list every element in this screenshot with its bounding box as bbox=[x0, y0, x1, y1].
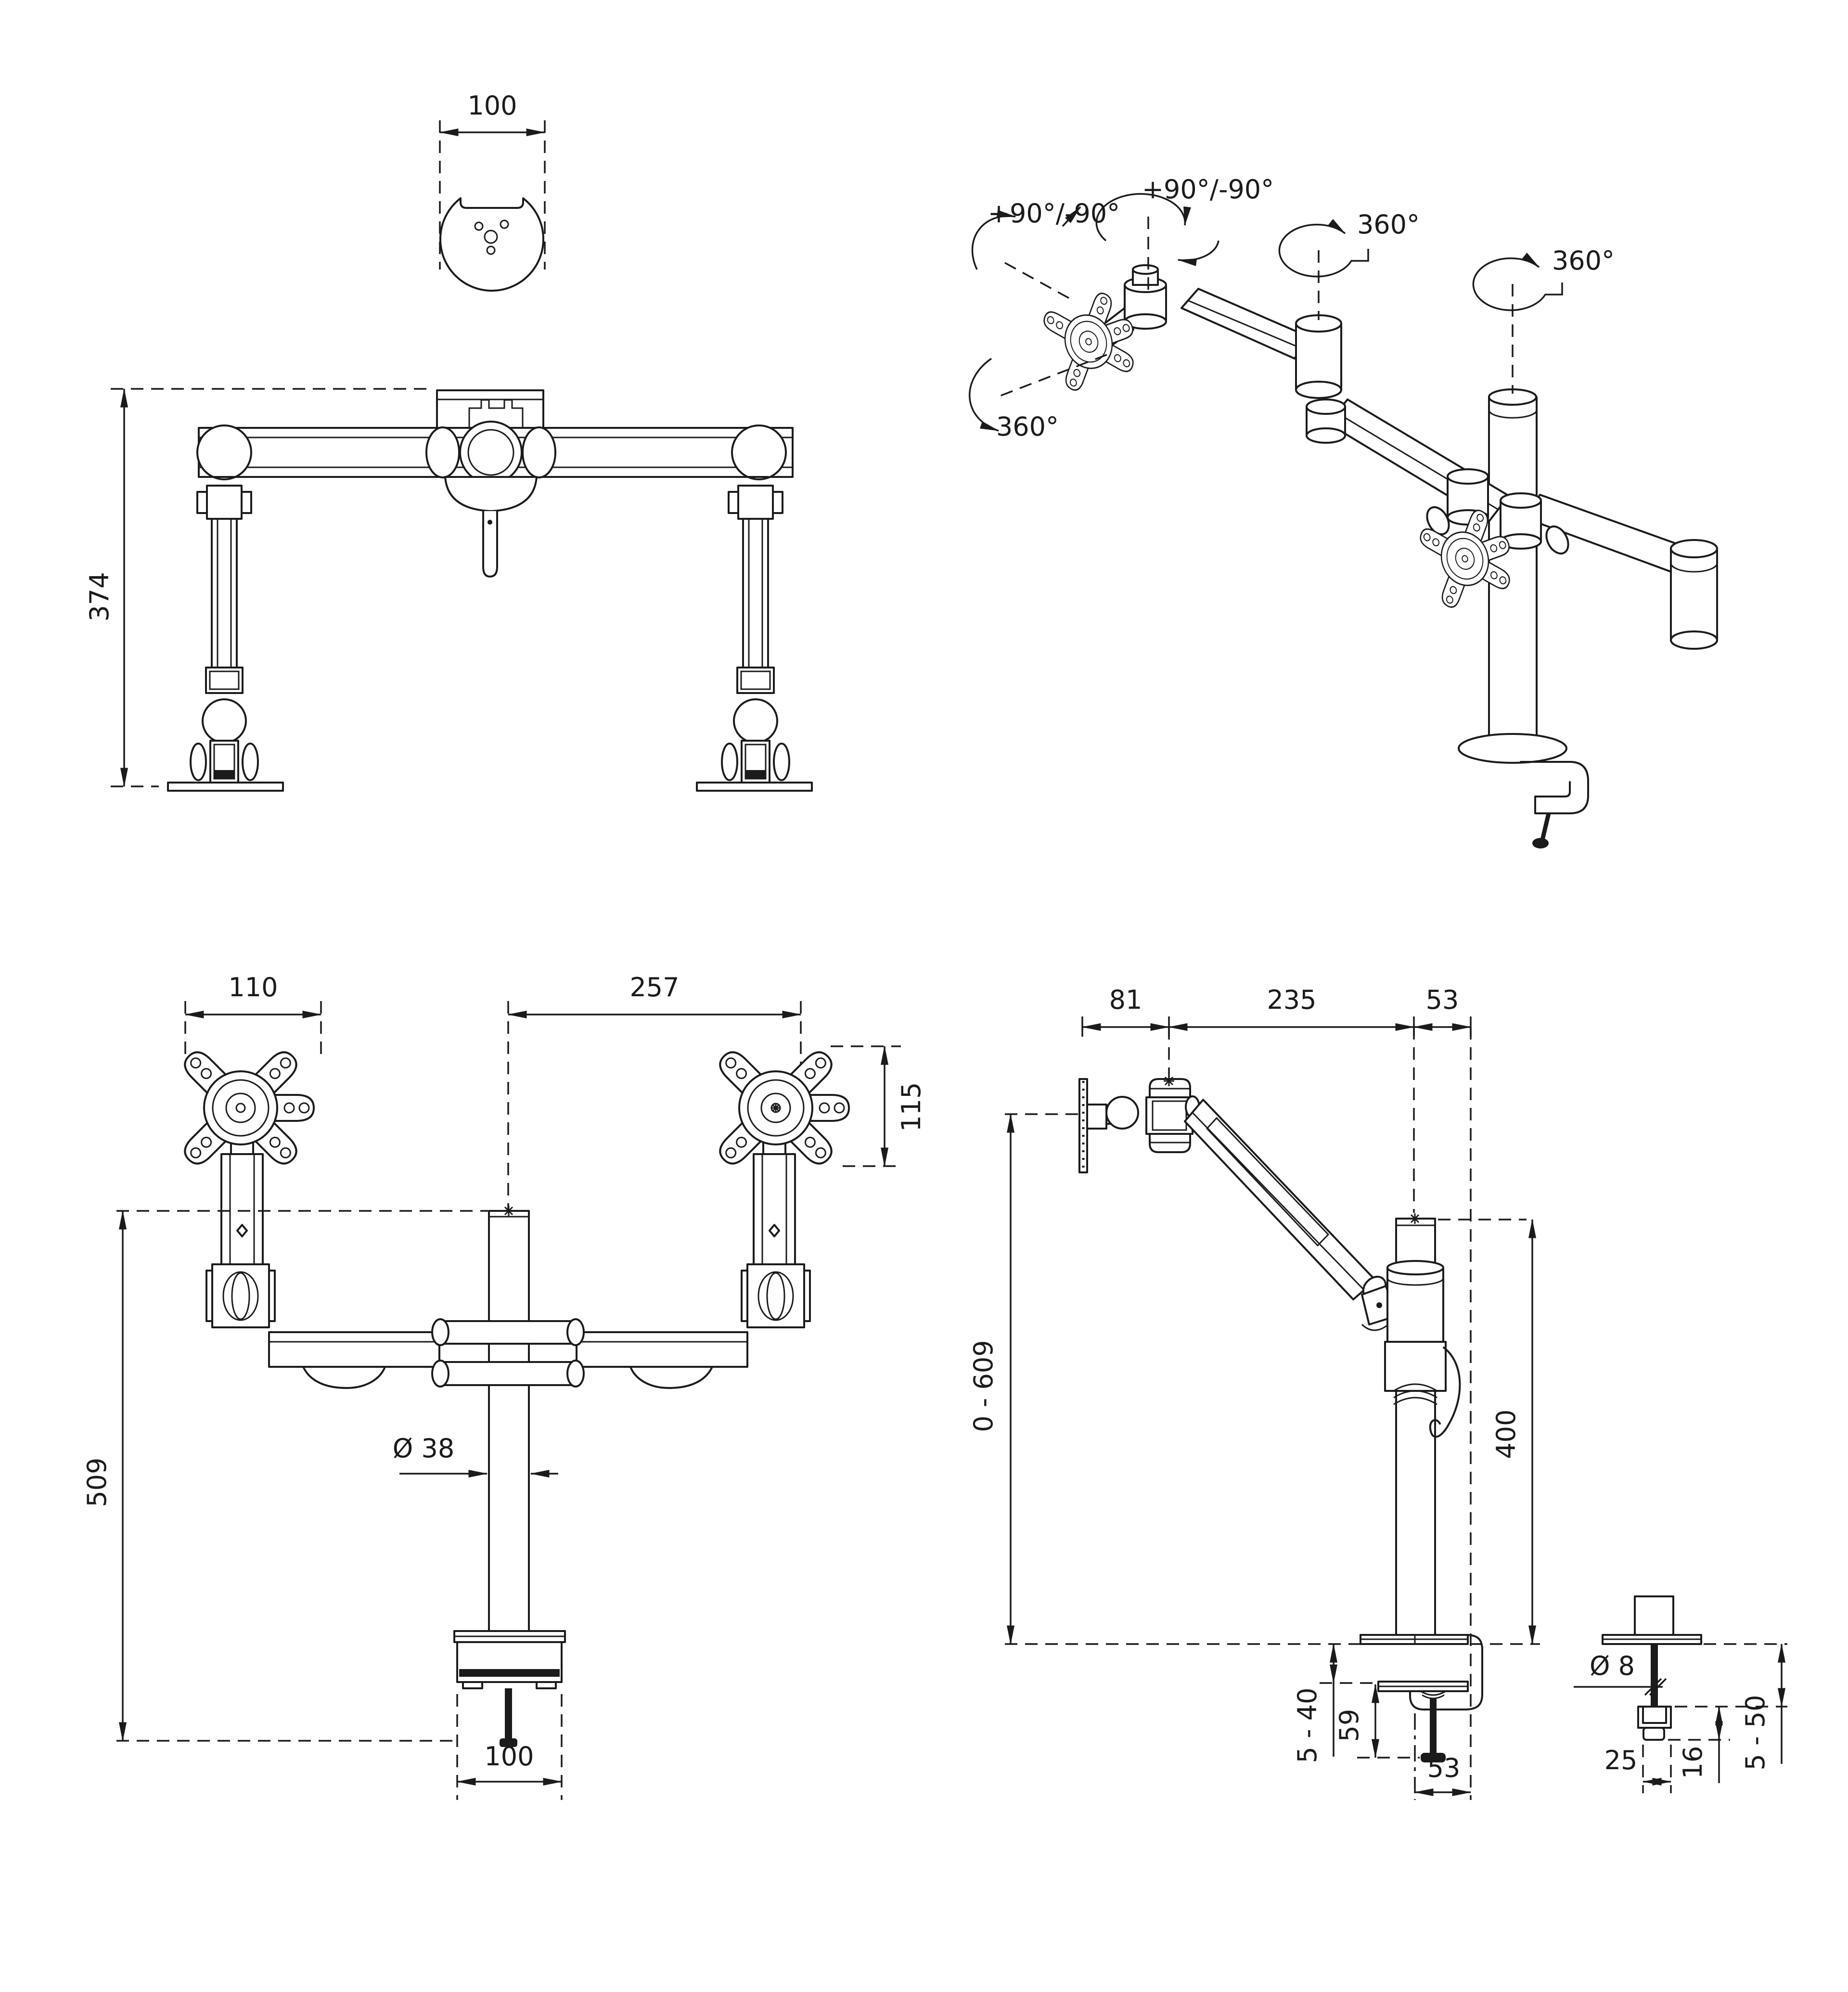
upper-arm-beam bbox=[1181, 288, 1310, 360]
dim-clamp-width-label: 100 bbox=[484, 1741, 534, 1772]
crossbar-end-joint-left bbox=[196, 424, 252, 480]
arm-rotation-arc bbox=[1278, 218, 1369, 278]
dim-foot-width-label: 25 bbox=[1604, 1745, 1638, 1775]
pole-rotation-label: 360° bbox=[1552, 245, 1615, 276]
dim-top-width-label: 100 bbox=[467, 90, 517, 121]
dim-bolt-diameter-label: Ø 8 bbox=[1590, 1651, 1635, 1681]
tilt-arc-return bbox=[1177, 240, 1219, 267]
front-folded-assembly: 374 bbox=[84, 388, 813, 792]
center-ring bbox=[459, 421, 523, 484]
end-joint-cylinder bbox=[1670, 548, 1718, 641]
center-pin bbox=[482, 511, 498, 578]
pan-arrow bbox=[1062, 206, 1081, 227]
center-joint-left bbox=[425, 426, 460, 478]
dim-height-range-label: 0 - 609 bbox=[968, 1340, 999, 1432]
disc-hole bbox=[474, 221, 484, 231]
grommet-bolt bbox=[1651, 1644, 1658, 1707]
view-side: 81 235 53 0 - 609 bbox=[968, 985, 1787, 1800]
roll-label: 360° bbox=[996, 411, 1059, 442]
dim-column-height-label: 509 bbox=[82, 1457, 112, 1507]
elbow-cylinder bbox=[1295, 322, 1342, 391]
crossbar-end-joint-right bbox=[731, 424, 787, 480]
dim-vesa-width-label: 110 bbox=[228, 972, 278, 1002]
dim-head-depth-label: 81 bbox=[1109, 985, 1142, 1015]
clamp-top-view: 100 bbox=[439, 90, 546, 292]
dim-vesa-height-label: 115 bbox=[896, 1082, 926, 1131]
center-joint-right bbox=[522, 426, 556, 478]
lift-arm-left bbox=[205, 1153, 440, 1389]
desk-clamp-front bbox=[453, 1630, 566, 1747]
desk-clamp-plate-iso bbox=[1458, 733, 1567, 764]
disc-hole bbox=[486, 245, 496, 255]
side-head-assembly bbox=[1078, 1075, 1200, 1173]
dim-grommet-desk-label: 5 - 50 bbox=[1740, 1695, 1771, 1771]
pan-label: +90°/-90° bbox=[988, 198, 1120, 229]
joint-knob bbox=[1545, 525, 1569, 555]
pole-rotation-arc bbox=[1472, 252, 1563, 311]
dim-foot-height-label: 16 bbox=[1678, 1746, 1708, 1779]
center-bowl bbox=[444, 476, 538, 512]
lift-arm-right bbox=[576, 1153, 811, 1389]
dim-arm-reach-label: 235 bbox=[1267, 985, 1316, 1015]
side-pole-assembly bbox=[1360, 1212, 1469, 1645]
extension-lines-vesa-width bbox=[184, 1001, 322, 1054]
roll-arc bbox=[969, 358, 1000, 432]
pan-arc bbox=[971, 210, 1016, 270]
disc-hole bbox=[500, 219, 509, 229]
desk-clamp-bracket-iso bbox=[1520, 761, 1589, 814]
folded-arm-left bbox=[167, 476, 284, 792]
pan-axis bbox=[1004, 262, 1071, 300]
pole bbox=[488, 1210, 530, 1632]
side-spring-arm bbox=[1184, 1099, 1397, 1331]
side-desk-clamp bbox=[1377, 1634, 1483, 1762]
joint-knob bbox=[1426, 506, 1450, 536]
pole-clamp-collars bbox=[431, 1318, 585, 1388]
dim-arm-offset-label: 257 bbox=[629, 972, 679, 1002]
vesa-center-screw bbox=[772, 1104, 780, 1112]
dim-pole-setback-label: 53 bbox=[1426, 985, 1459, 1015]
extension-lines-vesa-height bbox=[831, 1045, 901, 1167]
folded-arm-right bbox=[696, 476, 813, 792]
view-front-folded: 100 374 bbox=[84, 90, 813, 792]
dim-height-label: 374 bbox=[84, 572, 115, 621]
clamp-disc bbox=[439, 197, 544, 292]
pole-top-mark bbox=[502, 1205, 515, 1217]
grommet-nut bbox=[1643, 1727, 1665, 1741]
tilt-arc bbox=[1095, 193, 1191, 242]
dim-pole-height-label: 400 bbox=[1491, 1409, 1521, 1459]
grommet-stub bbox=[1634, 1595, 1674, 1636]
tilt-label: +90°/-90° bbox=[1142, 174, 1274, 205]
view-isometric: +90°/-90° +90°/-90° 360° 360° 360° bbox=[969, 174, 1718, 848]
clamp-screw-iso bbox=[1540, 812, 1551, 841]
dim-desk-thickness-label: 5 - 40 bbox=[1292, 1688, 1322, 1763]
disc-hole-center bbox=[484, 230, 498, 244]
dim-pole-diameter-label: Ø 38 bbox=[393, 1433, 454, 1464]
clamp-lever bbox=[1429, 1347, 1461, 1438]
bracket-latch bbox=[468, 399, 524, 429]
dim-clamp-depth-label: 53 bbox=[1427, 1753, 1461, 1783]
grommet-foot bbox=[1637, 1706, 1672, 1729]
dim-clamp-height-label: 59 bbox=[1334, 1709, 1364, 1742]
side-dim-row: 81 235 53 bbox=[1081, 985, 1472, 1800]
grommet-detail: Ø 8 5 - 50 16 25 bbox=[1574, 1595, 1787, 1793]
foot-width-extensions bbox=[1642, 1745, 1672, 1793]
arm-rotation-label: 360° bbox=[1357, 209, 1420, 240]
view-front-extended: 110 257 115 bbox=[82, 972, 926, 1800]
